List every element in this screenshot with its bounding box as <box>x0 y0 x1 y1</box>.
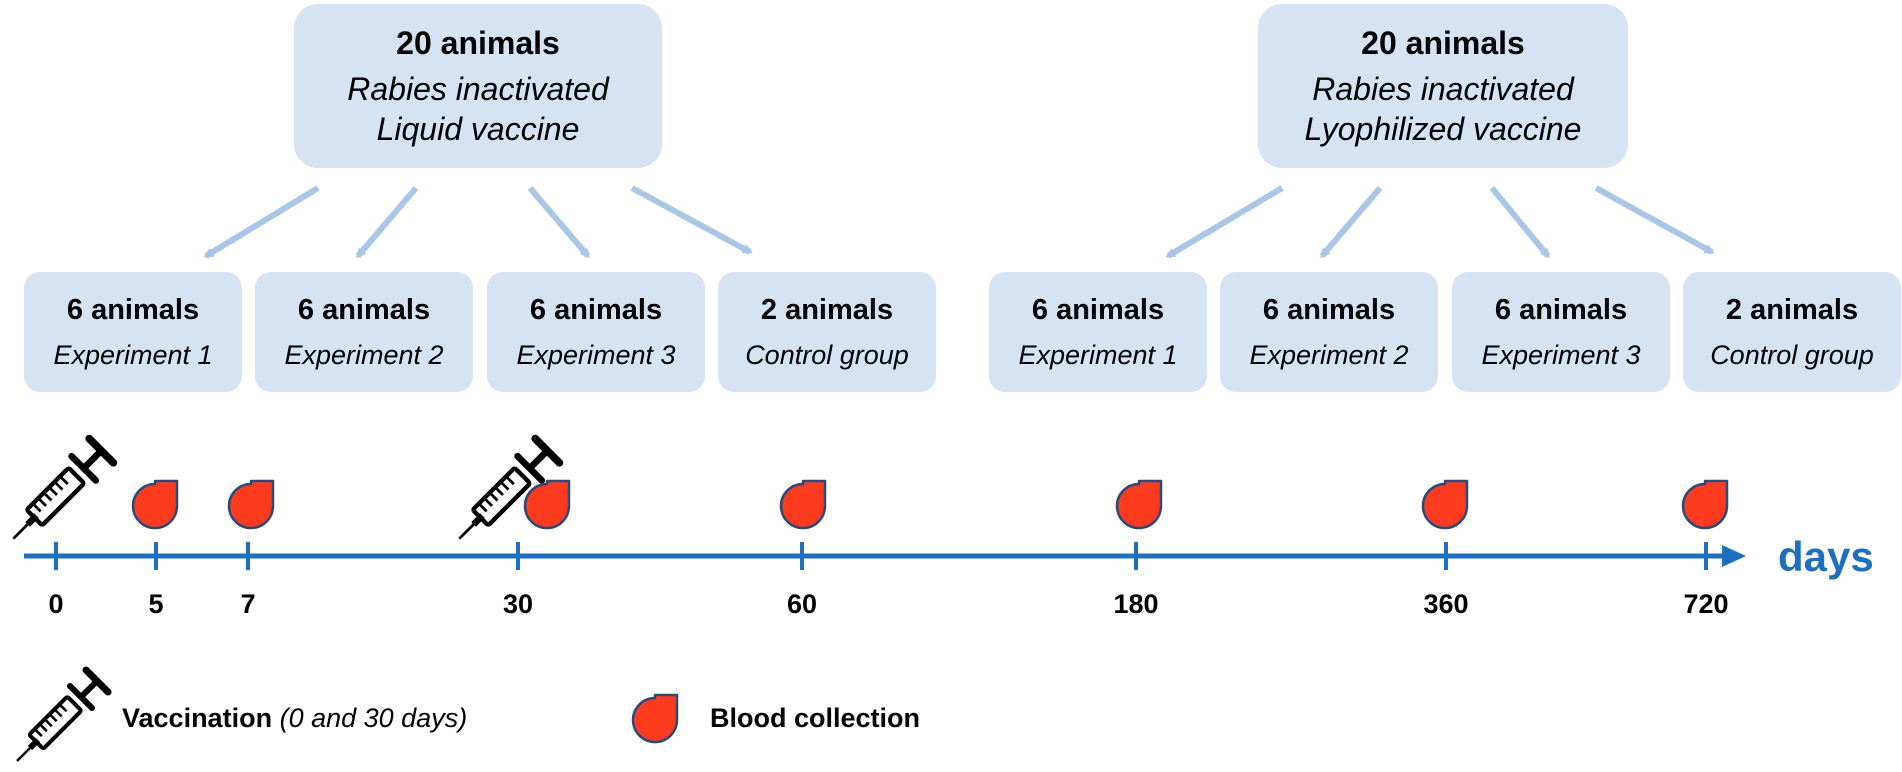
group-label: Experiment 2 <box>1249 340 1409 370</box>
study-box-liquid: 20 animals Rabies inactivated Liquid vac… <box>294 4 662 168</box>
group-box-liquid-exp2: 6 animals Experiment 2 <box>255 272 473 392</box>
tick-label-day: 30 <box>502 589 534 619</box>
axis-unit-label: days <box>1778 533 1874 580</box>
tick-label-day: 180 <box>1113 589 1159 619</box>
study-vaccine-line2: Liquid vaccine <box>376 111 580 147</box>
legend-syringe-icon <box>17 670 108 761</box>
group-count: 6 animals <box>1494 294 1628 326</box>
group-label: Experiment 3 <box>516 340 676 370</box>
legend-blood: Blood collection <box>710 701 920 735</box>
arrow-to-exp1 <box>1165 185 1284 259</box>
group-label: Control group <box>1710 340 1874 370</box>
group-label: Experiment 2 <box>284 340 444 370</box>
group-count: 6 animals <box>66 294 200 326</box>
blood-drop-icon <box>1681 479 1729 530</box>
group-label: Experiment 1 <box>1018 340 1178 370</box>
study-vaccine-line1: Rabies inactivated <box>347 71 609 107</box>
group-label: Experiment 1 <box>53 340 213 370</box>
study-count: 20 animals <box>396 25 560 61</box>
study-arrows-lyophilized <box>1165 185 1715 259</box>
group-box-lyophilized-exp1: 6 animals Experiment 1 <box>989 272 1207 392</box>
arrow-to-exp2 <box>355 186 419 259</box>
study-arrows-liquid <box>203 185 753 259</box>
legend-vaccination-note: (0 and 30 days) <box>279 703 468 733</box>
group-label: Experiment 3 <box>1481 340 1641 370</box>
group-count: 6 animals <box>1031 294 1165 326</box>
tick-label-day: 720 <box>1683 589 1729 619</box>
arrow-to-control <box>1594 185 1715 255</box>
study-count: 20 animals <box>1361 25 1525 61</box>
tick-label-day: 7 <box>240 589 256 619</box>
group-count: 6 animals <box>1262 294 1396 326</box>
legend-vaccination: Vaccination (0 and 30 days) <box>122 701 467 735</box>
tick-label-day: 360 <box>1423 589 1469 619</box>
legend-blood-drop-icon <box>631 693 679 744</box>
blood-drop-icon <box>131 479 179 530</box>
study-vaccine-line1: Rabies inactivated <box>1312 71 1574 107</box>
group-box-lyophilized-exp2: 6 animals Experiment 2 <box>1220 272 1438 392</box>
timeline-axis <box>24 542 1746 570</box>
blood-drop-icon <box>227 479 275 530</box>
blood-drop-icon <box>1115 479 1163 530</box>
study-box-lyophilized: 20 animals Rabies inactivated Lyophilize… <box>1258 4 1628 168</box>
axis-arrowhead <box>1722 545 1746 567</box>
group-count: 6 animals <box>297 294 431 326</box>
arrow-to-exp3 <box>1489 186 1551 259</box>
group-box-lyophilized-control: 2 animals Control group <box>1683 272 1901 392</box>
blood-drop-icon <box>523 479 571 530</box>
group-box-liquid-control: 2 animals Control group <box>718 272 936 392</box>
blood-drop-icon <box>1421 479 1469 530</box>
group-box-liquid-exp1: 6 animals Experiment 1 <box>24 272 242 392</box>
arrow-to-exp2 <box>1319 186 1383 259</box>
group-label: Control group <box>745 340 909 370</box>
legend-blood-label: Blood collection <box>710 703 921 733</box>
study-vaccine-line2: Lyophilized vaccine <box>1304 111 1582 147</box>
group-box-lyophilized-exp3: 6 animals Experiment 3 <box>1452 272 1670 392</box>
group-count: 2 animals <box>1725 294 1859 326</box>
arrow-to-exp3 <box>527 186 591 259</box>
tick-label-day: 5 <box>148 589 164 619</box>
group-box-liquid-exp3: 6 animals Experiment 3 <box>487 272 705 392</box>
group-count: 2 animals <box>760 294 894 326</box>
tick-label-day: 60 <box>786 589 818 619</box>
arrow-to-control <box>630 185 753 255</box>
syringe-icon <box>13 439 113 539</box>
arrow-to-exp1 <box>203 185 320 259</box>
tick-label-day: 0 <box>48 589 64 619</box>
legend-vaccination-label: Vaccination <box>122 703 273 733</box>
blood-drop-icon <box>779 479 827 530</box>
group-count: 6 animals <box>529 294 663 326</box>
